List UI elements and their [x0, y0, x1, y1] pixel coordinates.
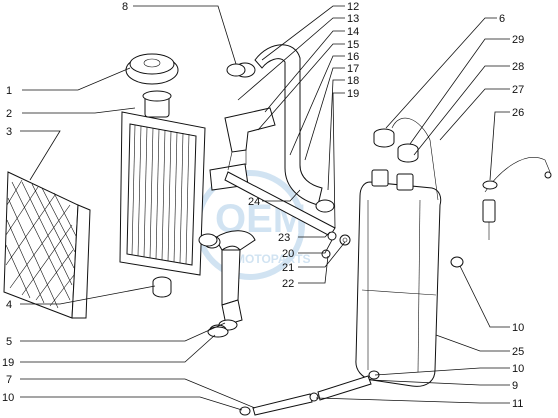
washers — [321, 231, 351, 259]
callout-8: 8 — [122, 1, 128, 13]
callout-19: 19 — [2, 357, 14, 369]
rubber-mount — [152, 276, 172, 298]
callout-23: 23 — [278, 232, 290, 244]
callout-16: 16 — [347, 51, 359, 63]
callout-17: 17 — [347, 63, 359, 75]
callout-4: 4 — [6, 299, 12, 311]
expansion-tank — [355, 169, 442, 387]
radiator-cap — [125, 53, 179, 85]
callout-15: 15 — [347, 39, 359, 51]
callout-28: 28 — [512, 61, 524, 73]
callout-6: 6 — [499, 13, 505, 25]
callout-25: 25 — [512, 346, 524, 358]
clamps — [198, 63, 246, 338]
radiator-grille — [3, 171, 91, 319]
level-sensor — [482, 157, 552, 240]
callout-29: 29 — [512, 34, 524, 46]
callout-20: 20 — [282, 248, 294, 260]
callout-19-right: 19 — [347, 88, 359, 100]
callout-labels: 1 2 3 4 5 19 7 10 8 12 13 14 15 16 17 18… — [2, 1, 524, 410]
tank-caps — [373, 117, 439, 201]
callout-10-tank: 10 — [512, 322, 524, 334]
callout-18: 18 — [347, 75, 359, 87]
callout-10-drain: 10 — [512, 363, 524, 375]
callout-1: 1 — [6, 85, 12, 97]
drain-hose — [252, 375, 372, 416]
callout-13: 13 — [347, 13, 359, 25]
callout-24: 24 — [248, 196, 260, 208]
callout-26: 26 — [512, 107, 524, 119]
callout-21: 21 — [282, 262, 294, 274]
callout-3: 3 — [6, 126, 12, 138]
lower-hose — [203, 230, 256, 331]
watermark-sub: MOTOPARTS — [235, 252, 311, 266]
callout-12: 12 — [347, 1, 359, 13]
callout-27: 27 — [512, 84, 524, 96]
callout-22: 22 — [282, 278, 294, 290]
callout-2: 2 — [6, 108, 12, 120]
callout-5: 5 — [6, 336, 12, 348]
callout-11: 11 — [512, 398, 523, 410]
leader-lines — [20, 5, 510, 411]
callout-9: 9 — [512, 380, 518, 392]
callout-14: 14 — [347, 26, 359, 38]
callout-10: 10 — [2, 392, 14, 404]
radiator — [119, 90, 206, 276]
callout-7: 7 — [6, 374, 12, 386]
